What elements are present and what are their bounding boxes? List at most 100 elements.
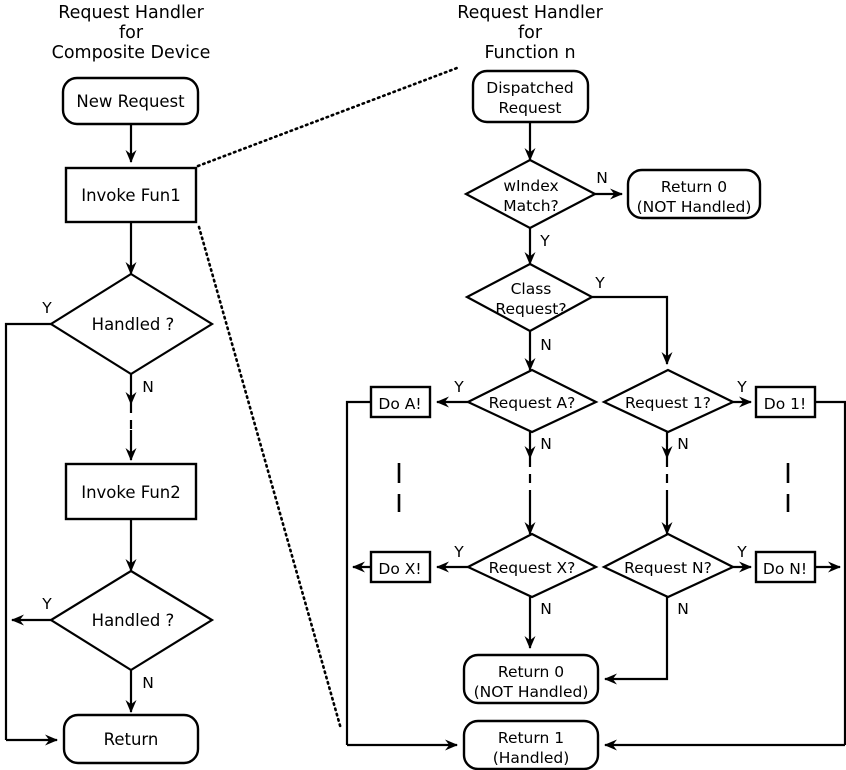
return-0-top-label-line-2: (NOT Handled) [637,198,752,216]
return-0-bottom-label-line-2: (NOT Handled) [474,683,589,701]
do-x-box[interactable] [369,550,432,584]
left-connectors [4,124,137,746]
right-title: Request Handler for Function n [457,3,603,63]
windex-match-diamond[interactable] [463,158,598,230]
handled-1-no-label: N [142,378,154,396]
new-request-box[interactable] [61,76,200,126]
windex-match-label-line-1: wIndex [503,177,558,195]
windex-no-label: N [596,169,608,187]
dispatched-request-label-line-1: Dispatched [486,79,573,97]
return-1-label-line-2: (Handled) [493,749,570,767]
do-a-box[interactable] [369,385,432,419]
return-box[interactable] [62,713,200,765]
do-a-label: Do A! [378,395,421,413]
return-1-label-line-1: Return 1 [498,729,564,747]
right-title-line-1: Request Handler [457,3,603,23]
handled-2-yes-label: Y [41,595,52,613]
node-dispatched-request[interactable]: Dispatched Request [471,69,590,124]
dispatched-request-label-line-2: Request [499,99,562,117]
right-title-line-3: Function n [484,43,575,63]
edge-handled1-yes-rail [4,322,51,740]
node-invoke-fun1[interactable]: Invoke Fun1 [64,166,198,224]
do-n-box[interactable] [754,550,817,584]
request-x-diamond[interactable] [465,532,599,599]
node-request-1[interactable]: Request 1? [601,368,736,434]
node-new-request[interactable]: New Request [61,76,200,126]
handled-2-diamond[interactable] [48,569,215,672]
request-x-yes-label: Y [453,543,464,561]
request-a-label: Request A? [489,394,576,412]
windex-match-label-line-2: Match? [503,197,559,215]
handled-1-yes-label: Y [41,299,52,317]
node-invoke-fun2[interactable]: Invoke Fun2 [64,462,198,521]
return-label: Return [104,730,159,749]
do-1-box[interactable] [754,385,817,419]
request-x-no-label: N [540,600,552,618]
node-return-1[interactable]: Return 1 (Handled) [462,719,600,770]
handled-2-label: Handled ? [92,611,175,630]
callout-leader-bottom [197,225,343,731]
node-do-a[interactable]: Do A! [369,385,432,419]
right-title-line-2: for [518,23,543,43]
request-n-label: Request N? [624,559,712,577]
left-title-line-2: for [119,23,144,43]
request-1-no-label: N [677,435,689,453]
edge-do-a-left-rail [345,400,371,745]
node-return-0-top[interactable]: Return 0 (NOT Handled) [626,168,762,220]
right-connectors [345,122,846,751]
class-request-label-line-2: Request? [495,300,566,318]
new-request-label: New Request [76,92,185,111]
request-1-diamond[interactable] [601,368,736,434]
node-windex-match[interactable]: wIndex Match? [463,158,598,230]
class-request-label-line-1: Class [511,280,552,298]
handled-2-no-label: N [142,674,154,692]
node-do-n[interactable]: Do N! [754,550,817,584]
return-0-top-label-line-1: Return 0 [661,178,727,196]
request-n-yes-label: Y [736,543,747,561]
invoke-fun2-label: Invoke Fun2 [81,483,181,502]
node-request-a[interactable]: Request A? [465,368,599,434]
request-a-no-label: N [540,435,552,453]
request-1-yes-label: Y [736,378,747,396]
dispatched-request-box[interactable] [471,69,590,124]
request-x-label: Request X? [489,559,576,577]
edge-do-1-right-rail [815,400,846,745]
node-request-n[interactable]: Request N? [601,532,736,599]
request-n-diamond[interactable] [601,532,736,599]
node-return-0-bottom[interactable]: Return 0 (NOT Handled) [462,653,600,705]
node-class-request[interactable]: Class Request? [464,262,595,333]
return-1-box[interactable] [462,719,600,770]
return-0-top-box[interactable] [626,168,762,220]
request-a-diamond[interactable] [465,368,599,434]
left-title-line-1: Request Handler [58,3,204,23]
node-do-1[interactable]: Do 1! [754,385,817,419]
class-yes-label: Y [594,274,605,292]
edge-class-yes-to-request-1 [592,295,673,365]
node-do-x[interactable]: Do X! [369,550,432,584]
return-0-bottom-label-line-1: Return 0 [498,663,564,681]
do-x-label: Do X! [378,560,421,578]
request-a-yes-label: Y [453,378,464,396]
do-1-label: Do 1! [764,395,806,413]
do-n-label: Do N! [763,560,807,578]
handled-1-diamond[interactable] [48,272,215,376]
node-handled-2[interactable]: Handled ? [48,569,215,672]
request-n-no-label: N [677,600,689,618]
left-title-line-3: Composite Device [52,43,211,63]
node-request-x[interactable]: Request X? [465,532,599,599]
windex-yes-label: Y [539,232,550,250]
request-1-label: Request 1? [625,394,711,412]
node-handled-1[interactable]: Handled ? [48,272,215,376]
handled-1-label: Handled ? [92,315,175,334]
invoke-fun2-box[interactable] [64,462,198,521]
class-no-label: N [540,336,552,354]
class-request-diamond[interactable] [464,262,595,333]
return-0-bottom-box[interactable] [462,653,600,705]
invoke-fun1-box[interactable] [64,166,198,224]
node-return[interactable]: Return [62,713,200,765]
callout-leader-top [196,66,459,168]
left-title: Request Handler for Composite Device [52,3,211,63]
invoke-fun1-label: Invoke Fun1 [81,186,181,205]
